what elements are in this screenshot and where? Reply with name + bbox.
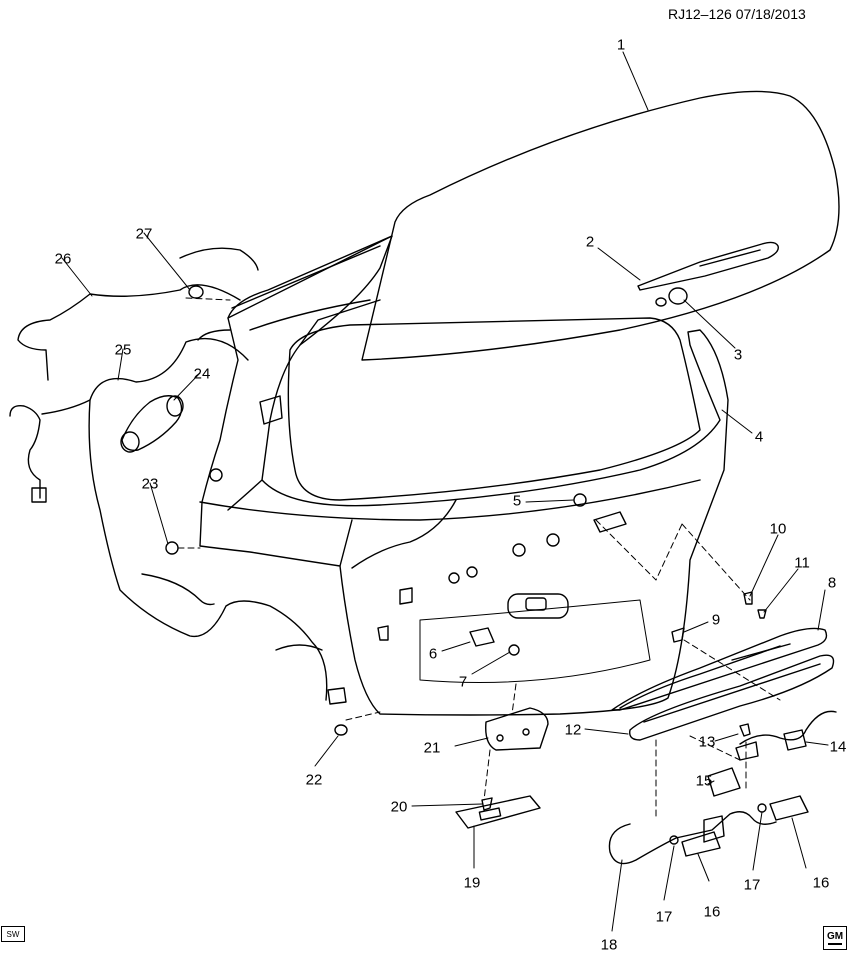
callout-1: 1 xyxy=(616,36,626,54)
wiper-cap xyxy=(668,287,688,305)
latch xyxy=(485,707,549,751)
liftgate-panel xyxy=(199,235,729,716)
gm-logo: GM xyxy=(823,926,847,950)
callout-23: 23 xyxy=(141,475,159,493)
grommet xyxy=(121,395,183,451)
callout-17a: 17 xyxy=(655,908,673,926)
callout-25: 25 xyxy=(114,341,132,359)
callout-24: 24 xyxy=(193,365,211,383)
callout-12: 12 xyxy=(564,721,582,739)
callout-19: 19 xyxy=(463,874,481,892)
harness-26 xyxy=(17,284,241,381)
callout-4: 4 xyxy=(754,428,764,446)
callout-18: 18 xyxy=(600,936,618,954)
callout-8: 8 xyxy=(827,574,837,592)
callout-10: 10 xyxy=(769,520,787,538)
gm-logo-text: GM xyxy=(826,930,844,942)
drawing-reference: RJ12–126 07/18/2013 xyxy=(668,6,806,22)
callout-27: 27 xyxy=(135,225,153,243)
lamp-harness xyxy=(608,811,777,865)
wiper-arm xyxy=(637,241,779,291)
callout-17b: 17 xyxy=(743,876,761,894)
callout-14: 14 xyxy=(829,738,847,756)
callout-7: 7 xyxy=(458,673,468,691)
spoiler-seal xyxy=(611,627,828,711)
rear-window-glass xyxy=(361,90,840,361)
sw-badge: SW xyxy=(1,926,25,942)
callout-9: 9 xyxy=(711,611,721,629)
callout-21: 21 xyxy=(423,739,441,757)
callout-13: 13 xyxy=(698,733,716,751)
license-lamp xyxy=(455,795,541,829)
callout-22: 22 xyxy=(305,771,323,789)
callout-26: 26 xyxy=(54,250,72,268)
callout-6: 6 xyxy=(428,645,438,663)
wiper-washer xyxy=(655,297,667,307)
callout-15: 15 xyxy=(695,772,713,790)
gm-logo-bar xyxy=(828,942,842,945)
callout-16b: 16 xyxy=(812,874,830,892)
callout-16a: 16 xyxy=(703,903,721,921)
callout-2: 2 xyxy=(585,233,595,251)
callout-20: 20 xyxy=(390,798,408,816)
harness-25 xyxy=(88,337,328,701)
callout-3: 3 xyxy=(733,346,743,364)
callout-11: 11 xyxy=(794,554,810,572)
callout-5: 5 xyxy=(512,492,522,510)
spoiler-body xyxy=(629,654,835,741)
